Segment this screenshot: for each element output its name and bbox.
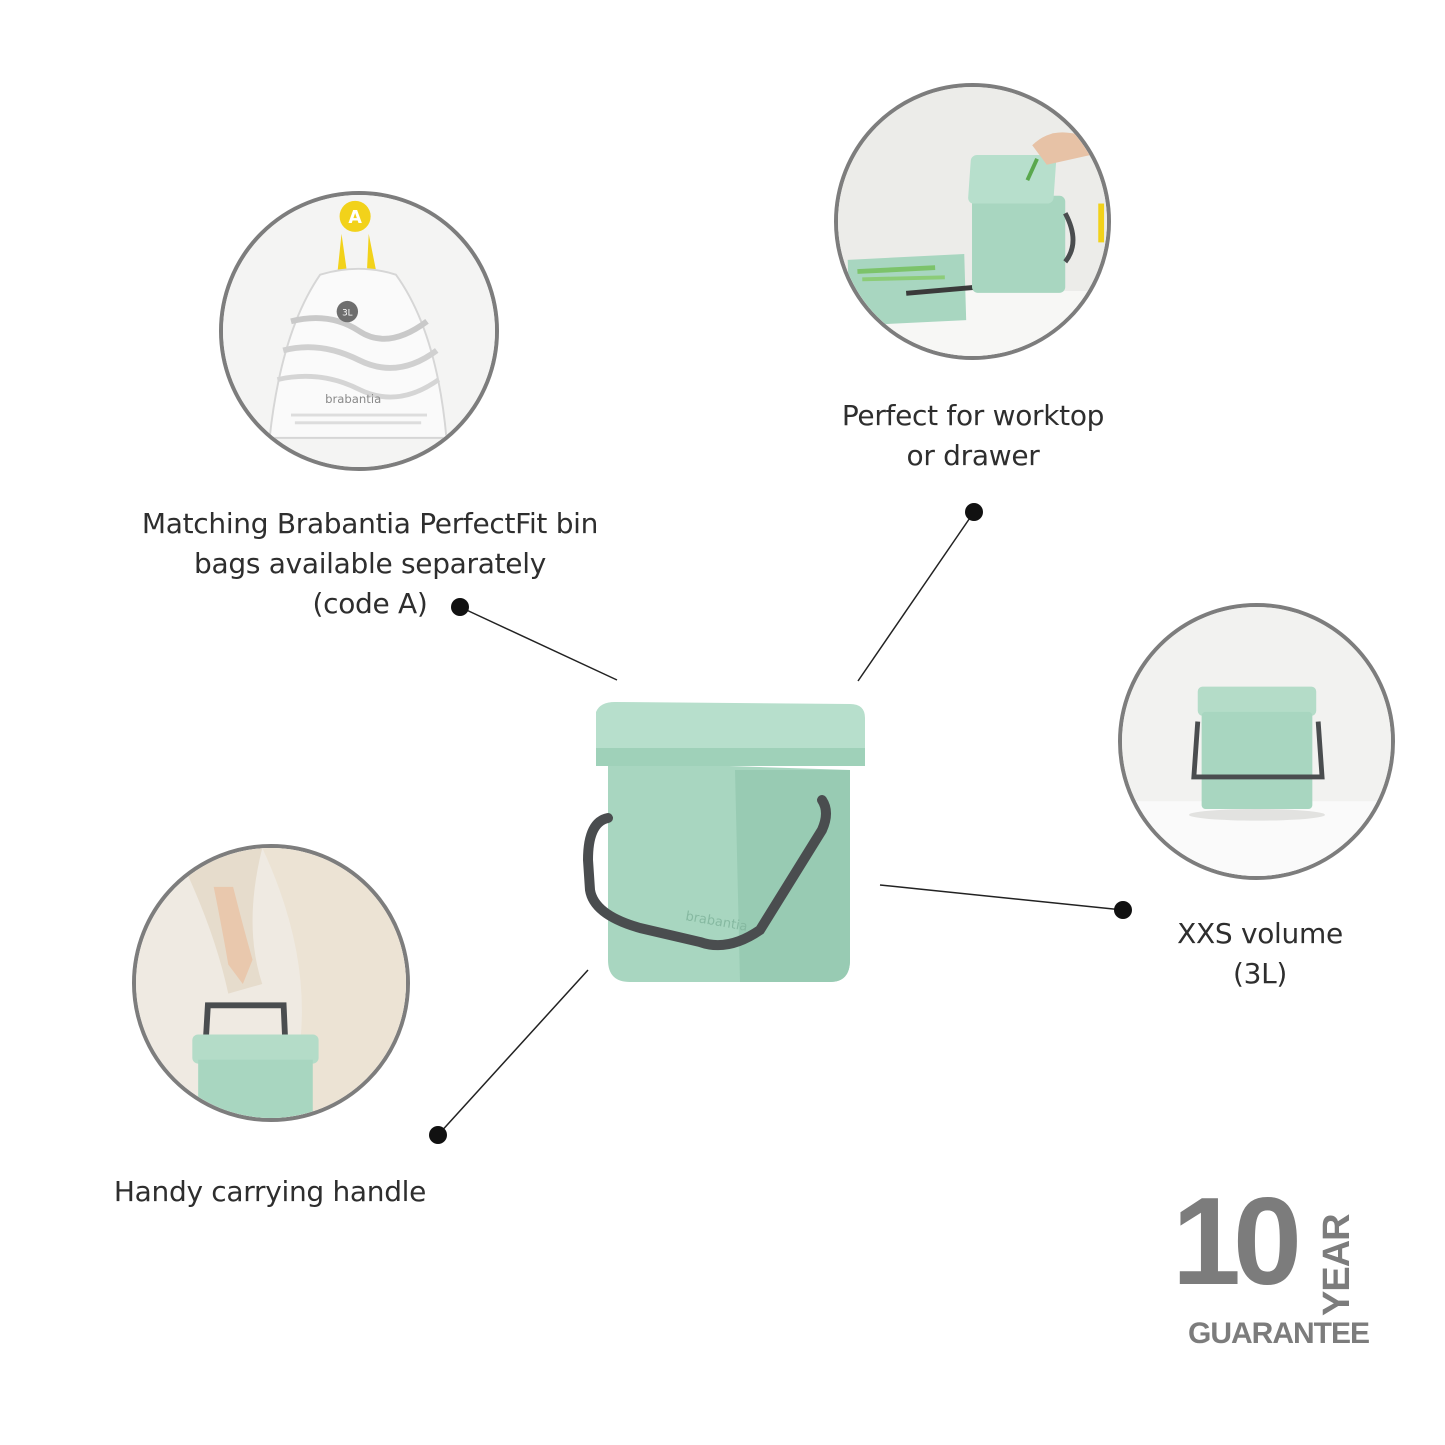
bag-size-label: 3L	[342, 308, 353, 318]
caption-bin-bags: Matching Brabantia PerfectFit bin bags a…	[120, 504, 620, 624]
caption-bin-bags-line-1: Matching Brabantia PerfectFit bin	[141, 507, 599, 540]
main-product-bin: brabantia	[582, 702, 865, 982]
volume-illustration	[1122, 607, 1391, 876]
volume-photo	[1118, 603, 1395, 880]
caption-worktop: Perfect for worktop or drawer	[823, 396, 1123, 476]
connector-dot-volume	[1114, 901, 1132, 919]
bin-bag-photo: A 3L brabantia	[219, 191, 499, 471]
connector-bin-bags	[459, 606, 618, 681]
code-a-label: A	[348, 208, 362, 228]
caption-handle-line-1: Handy carrying handle	[113, 1175, 427, 1208]
guarantee-unit: YEAR	[1316, 1214, 1358, 1316]
code-a-tag	[339, 200, 371, 232]
handle-illustration	[136, 848, 406, 1118]
caption-worktop-line-2: or drawer	[906, 439, 1040, 472]
bin-handle	[582, 795, 831, 951]
handle-photo	[132, 844, 410, 1122]
guarantee-label: GUARANTEE	[1188, 1317, 1370, 1350]
caption-volume: XXS volume (3L)	[1160, 914, 1360, 994]
worktop-illustration	[838, 87, 1107, 356]
connector-dot-worktop	[965, 503, 983, 521]
caption-volume-line-1: XXS volume	[1177, 917, 1343, 950]
caption-handle: Handy carrying handle	[100, 1172, 440, 1212]
caption-worktop-line-1: Perfect for worktop	[841, 399, 1105, 432]
connector-worktop	[857, 511, 975, 682]
caption-bin-bags-line-3: (code A)	[312, 587, 428, 620]
guarantee-badge: 10 YEAR GUARANTEE	[1172, 1173, 1372, 1368]
bag-brand-label: brabantia	[325, 392, 381, 406]
connector-dot-handle	[429, 1126, 447, 1144]
guarantee-number: 10	[1172, 1173, 1302, 1311]
caption-volume-line-2: (3L)	[1232, 957, 1288, 990]
bin-bag-illustration: A 3L brabantia	[223, 195, 495, 467]
connector-dot-bin-bags	[451, 598, 469, 616]
caption-bin-bags-line-2: bags available separately	[194, 547, 546, 580]
connector-handle	[437, 969, 589, 1136]
connector-volume	[879, 884, 1124, 911]
worktop-photo	[834, 83, 1111, 360]
